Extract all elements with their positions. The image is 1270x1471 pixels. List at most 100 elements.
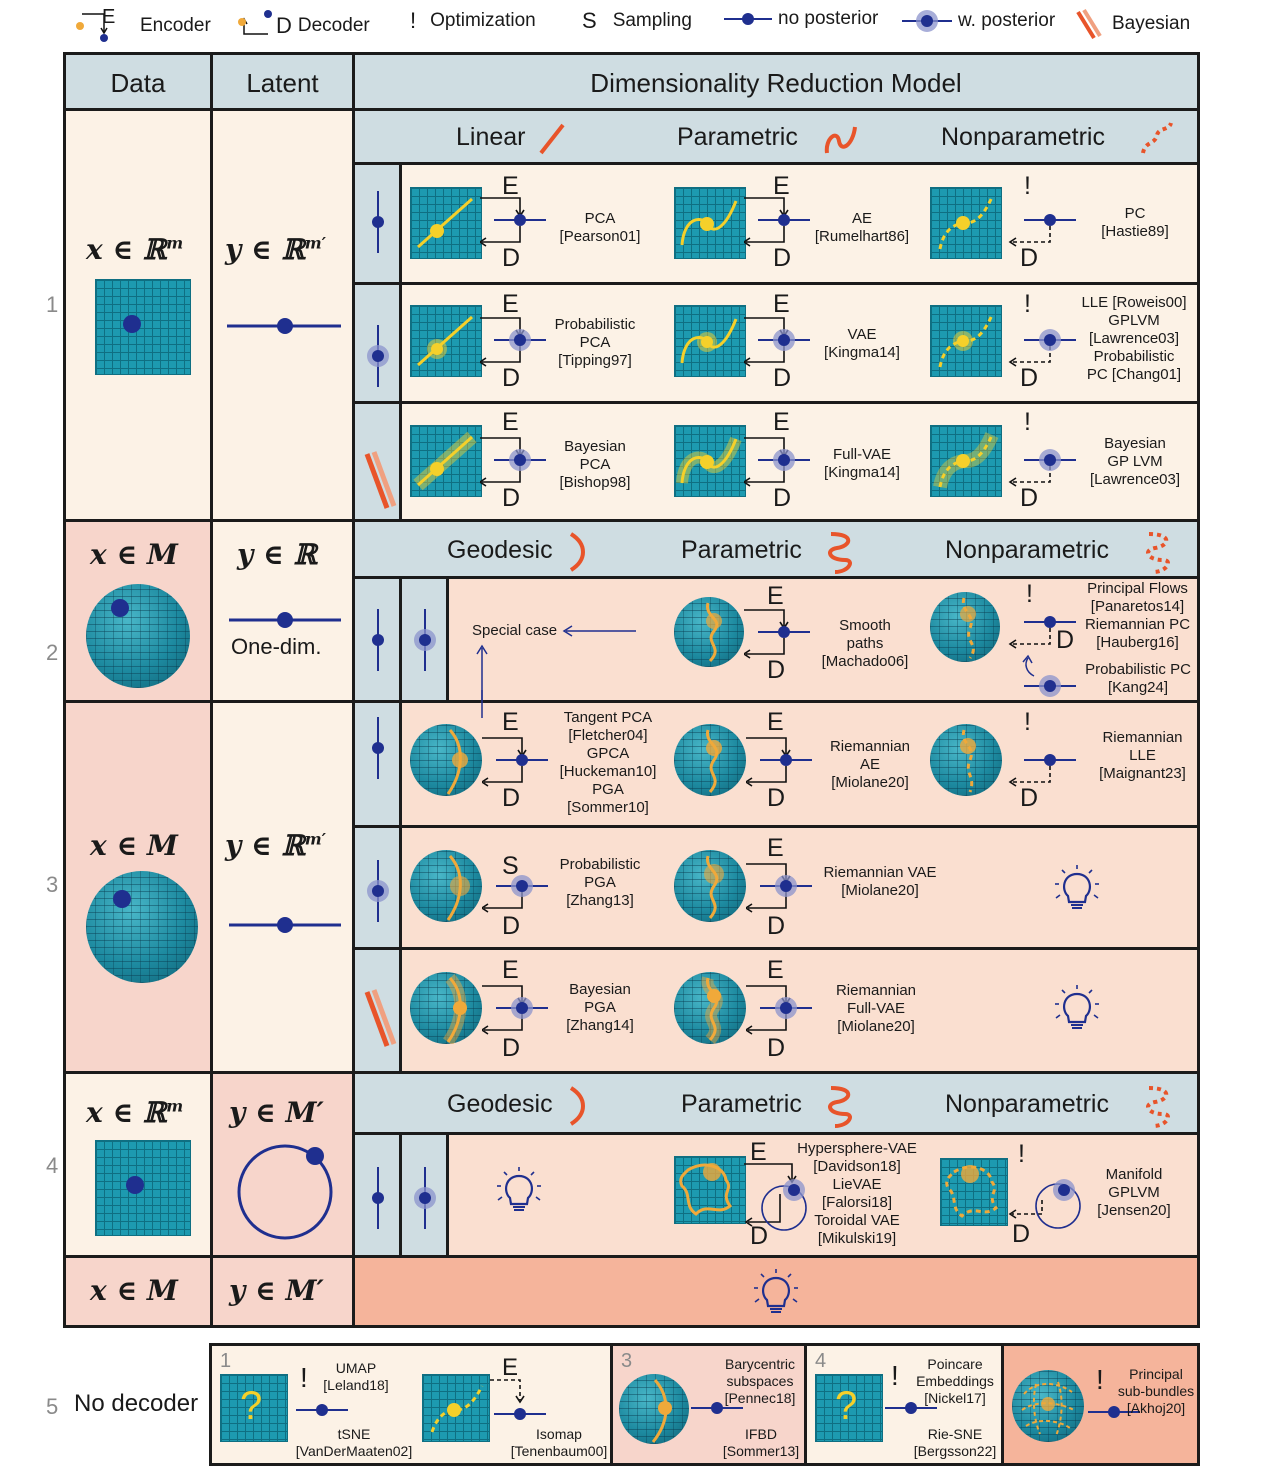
row4-no-posterior-cell (352, 1132, 402, 1258)
row-number-1: 1 (46, 292, 59, 317)
no-posterior-vertical-icon (372, 1167, 384, 1229)
circle-encoder-decoder-icon (744, 1163, 807, 1231)
latent-line-icon (229, 612, 341, 628)
optimization-letter: ! (1096, 1364, 1104, 1395)
curve-fit-icon (680, 200, 738, 246)
w-posterior-label: w. posterior (958, 10, 1056, 31)
smooth-path-icon (704, 855, 724, 919)
row4-type-geodesic: Geodesic (447, 1090, 553, 1118)
row2-data-cell: x ∈ M (63, 519, 213, 703)
row4-data-math: x ∈ ℝm (86, 1096, 184, 1129)
encoder-letter: E (502, 408, 519, 436)
closed-curve-icon (679, 1163, 733, 1216)
row-mm-content (352, 1255, 1200, 1328)
header-latent: Latent (246, 68, 319, 98)
nonparametric-curve-icon (1146, 1086, 1170, 1128)
ae-grid-icon (674, 187, 746, 259)
row2-latent-cell: y ∈ ℝ One-dim. (210, 519, 355, 703)
box1-number: 1 (220, 1350, 232, 1372)
sphere-icon (674, 597, 744, 667)
row2-data-math: x ∈ M (90, 538, 178, 571)
decoder-letter: D (502, 364, 521, 392)
question-mark-icon: ? (835, 1384, 858, 1428)
decoder-letter: D (750, 1222, 769, 1250)
optimization-icon: ! (410, 8, 417, 33)
decoder-letter: D (1020, 244, 1039, 272)
parametric-curve-icon (828, 1086, 852, 1128)
row3a-content (399, 700, 1200, 828)
row1-type-header: Linear Parametric Nonparametric (352, 108, 1200, 165)
encoder-letter: E (767, 834, 784, 862)
header-model-cell: Dimensionality Reduction Model (352, 52, 1200, 111)
decoder-letter: D (773, 364, 792, 392)
row4-data-cell: x ∈ ℝm (63, 1071, 213, 1258)
sphere-icon (1012, 1370, 1084, 1442)
row-number-3: 3 (46, 872, 59, 897)
row1-latent-cell: y ∈ ℝm′ (210, 108, 355, 522)
sampling-letter: S (502, 852, 519, 880)
optimization-decoder-icon (1009, 328, 1077, 367)
box4-number: 4 (815, 1350, 827, 1372)
encoder-letter: E (502, 1354, 519, 1381)
sphere-icon (930, 592, 1000, 662)
cite-probabilistic-pc: Probabilistic PC[Kang24] (1085, 661, 1191, 696)
probabilistic-pc-node (1022, 654, 1077, 698)
optimization-label: Optimization (430, 10, 536, 31)
geodesic-icon (569, 1086, 585, 1126)
row1-data-cell: x ∈ ℝm (63, 108, 213, 522)
dashed-curve-icon (938, 314, 994, 368)
curve-fit-icon (680, 318, 738, 364)
row-number-4: 4 (46, 1153, 59, 1178)
row4-type-header: Geodesic Parametric Nonparametric (352, 1071, 1200, 1135)
sphere-icon (410, 972, 482, 1044)
encoder-letter: E (502, 290, 519, 318)
encoder-letter: E (767, 582, 784, 610)
euclidean-grid-icon (95, 1140, 191, 1236)
header-model: Dimensionality Reduction Model (590, 68, 962, 98)
header-data-cell: Data (63, 52, 213, 111)
linear-icon (539, 123, 565, 155)
w-posterior-vertical-icon (414, 1167, 436, 1229)
row2-type-header: Geodesic Parametric Nonparametric (352, 519, 1200, 579)
circle-latent-icon (237, 1144, 333, 1240)
dashed-curve-icon (430, 1385, 484, 1433)
linear-fit-icon (417, 197, 473, 249)
optimization-letter: ! (1024, 408, 1031, 436)
encoder-letter: E (502, 708, 519, 736)
row1-type-linear: Linear (456, 123, 526, 151)
decoder-letter: D (767, 912, 786, 940)
optimization-decoder-icon (1009, 213, 1077, 247)
latent-line-icon (227, 318, 341, 334)
circle-optimization-decoder-icon (1008, 1179, 1081, 1229)
row4-latent-cell: y ∈ M′ (210, 1071, 355, 1258)
row1c-content (399, 401, 1200, 522)
legend-encoder: E Encoder (74, 6, 211, 44)
sampling-label: Sampling (612, 10, 692, 31)
decoder-letter: D (1020, 784, 1039, 812)
encoder-decoder-icon (746, 985, 813, 1035)
data-point-icon (126, 1176, 144, 1194)
sphere-icon (86, 871, 198, 983)
geodesic-path-icon (651, 1379, 672, 1443)
sphere-icon (674, 850, 746, 922)
row2-w-posterior-cell (399, 576, 449, 703)
encoder-letter: E (773, 172, 790, 200)
row3c-posterior-cell (352, 947, 402, 1074)
w-posterior-vertical-icon (414, 609, 436, 671)
decoder-letter: D (767, 656, 786, 684)
encoder-letter: E (767, 708, 784, 736)
no-decoder-label: No decoder (74, 1390, 199, 1417)
sub-bundle-icon (1021, 1381, 1075, 1437)
decoder-letter: D (767, 1034, 786, 1062)
no-posterior-vertical-icon (372, 191, 384, 253)
row2-no-posterior-cell (352, 576, 402, 703)
row2-latent-math: y ∈ ℝ (237, 538, 317, 571)
row3-data-math: x ∈ M (90, 829, 178, 862)
bayesian-linear-fit-icon (413, 431, 477, 491)
row4-w-posterior-cell (399, 1132, 449, 1258)
